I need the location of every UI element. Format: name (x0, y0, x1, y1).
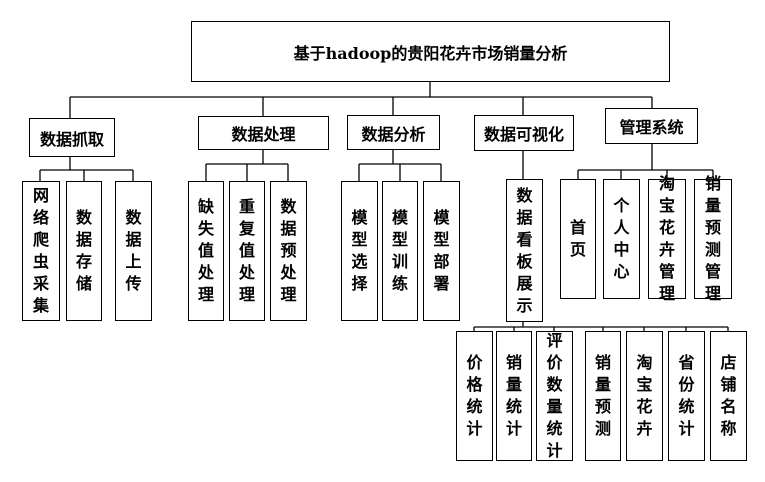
module-crawl: 数据抓取 (29, 118, 115, 157)
leaf-model-train: 模型训练 (382, 181, 418, 321)
module-process: 数据处理 (198, 116, 329, 150)
leaf-duplicate-values: 重复值处理 (229, 181, 265, 321)
leaf-shop-name: 店铺名称 (710, 331, 747, 461)
module-visual: 数据可视化 (474, 115, 574, 151)
leaf-sales-forecast: 销量预测 (585, 331, 621, 461)
leaf-review-count-stats: 评价数量统计 (536, 331, 573, 461)
leaf-province-stats: 省份统计 (668, 331, 705, 461)
leaf-sales-stats: 销量统计 (496, 331, 532, 461)
leaf-taobao-flower-admin: 淘宝花卉管理 (648, 174, 686, 303)
root-node: 基于hadoop的贵阳花卉市场销量分析 (191, 21, 670, 82)
leaf-preprocess: 数据预处理 (270, 181, 307, 321)
module-admin: 管理系统 (605, 108, 698, 144)
leaf-home: 首页 (560, 179, 596, 299)
leaf-storage: 数据存储 (66, 181, 102, 321)
leaf-model-deploy: 模型部署 (423, 181, 460, 321)
leaf-profile: 个人中心 (603, 179, 640, 299)
leaf-crawler: 网络爬虫采集 (22, 181, 60, 321)
module-analysis: 数据分析 (347, 115, 440, 150)
leaf-dashboard: 数据看板展示 (506, 179, 543, 322)
leaf-taobao-flower: 淘宝花卉 (626, 331, 663, 461)
leaf-price-stats: 价格统计 (456, 331, 493, 461)
leaf-missing-values: 缺失值处理 (188, 181, 224, 321)
leaf-model-select: 模型选择 (341, 181, 378, 321)
leaf-upload: 数据上传 (115, 181, 152, 321)
leaf-sales-forecast-admin: 销量预测管理 (694, 174, 732, 303)
